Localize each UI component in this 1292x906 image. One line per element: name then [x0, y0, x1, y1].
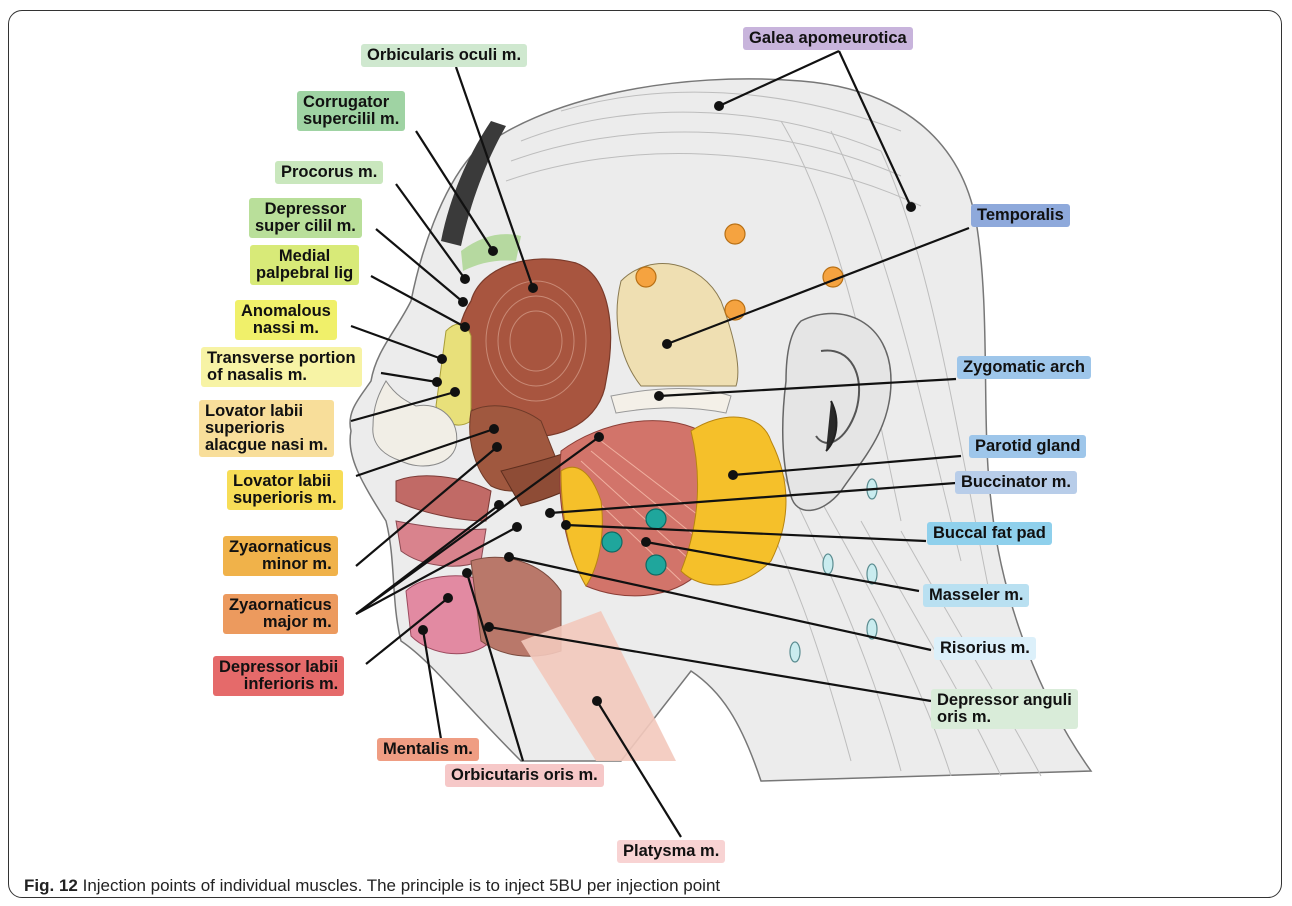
- label-procerus: Procorus m.: [275, 161, 383, 184]
- label-masseter: Masseler m.: [923, 584, 1029, 607]
- injection-point: [823, 554, 833, 574]
- injection-point: [636, 267, 656, 287]
- label-buccinator: Buccinator m.: [955, 471, 1077, 494]
- label-mentalis: Mentalis m.: [377, 738, 479, 761]
- injection-point: [646, 555, 666, 575]
- label-orbicularis-oculi: Orbicularis oculi m.: [361, 44, 527, 67]
- parotid-gland-tissue: [681, 417, 786, 585]
- label-buccal-fat-pad: Buccal fat pad: [927, 522, 1052, 545]
- figure-label: Fig. 12: [24, 876, 78, 895]
- figure-frame: Orbicularis oculi m. Galea apomeurotica …: [8, 10, 1282, 898]
- label-galea-apomeurotica: Galea apomeurotica: [743, 27, 913, 50]
- injection-point: [602, 532, 622, 552]
- label-parotid-gland: Parotid gland: [969, 435, 1086, 458]
- label-temporalis: Temporalis: [971, 204, 1070, 227]
- caption-text: Injection points of individual muscles. …: [83, 876, 721, 895]
- injection-point: [646, 509, 666, 529]
- label-orbicularis-oris: Orbicutaris oris m.: [445, 764, 604, 787]
- label-zygomatic-arch: Zygomatic arch: [957, 356, 1091, 379]
- label-risorius: Risorius m.: [934, 637, 1036, 660]
- label-platysma: Platysma m.: [617, 840, 725, 863]
- injection-point: [790, 642, 800, 662]
- injection-point: [725, 224, 745, 244]
- figure-caption: Fig. 12 Injection points of individual m…: [24, 876, 720, 896]
